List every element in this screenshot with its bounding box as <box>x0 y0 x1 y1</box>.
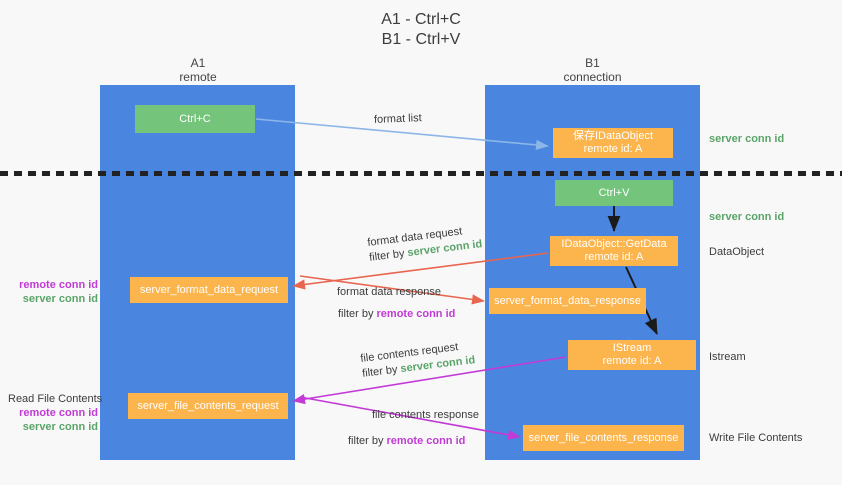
box-istream-line1: IStream <box>612 342 652 354</box>
filter-prefix-1: filter by <box>368 247 409 264</box>
filter-prefix-2: filter by <box>338 308 377 320</box>
flow-label-format-list-text: format list <box>373 112 422 126</box>
flow-label-format-data-response: format data response <box>337 285 441 300</box>
box-ctrl-c-label: Ctrl+C <box>179 112 211 125</box>
box-save-idataobject-line1: 保存IDataObject <box>572 130 654 142</box>
annotation-server-conn-id-1: server conn id <box>22 293 98 305</box>
flow-label-file-contents-response: file contents response <box>372 408 479 423</box>
box-ctrl-v-label: Ctrl+V <box>598 186 630 199</box>
box-server-format-data-request[interactable]: server_format_data_request <box>130 277 288 303</box>
box-server-format-data-response-label: server_format_data_response <box>494 294 641 307</box>
annotation-dataobject: DataObject <box>709 246 765 258</box>
box-server-format-data-request-label: server_format_data_request <box>139 283 279 296</box>
flow-label-format-data-response-title: format data response <box>337 286 441 298</box>
annotation-server-conn-id-mid: server conn id <box>709 211 785 223</box>
filter-key-remote-conn-id-1: remote conn id <box>376 308 456 320</box>
lane-header-a1-sublabel: remote <box>179 70 217 84</box>
lane-header-a1-name: A1 <box>190 56 206 70</box>
lane-header-b1-sublabel: connection <box>563 70 622 84</box>
flow-label-file-contents-response-title: file contents response <box>372 409 480 421</box>
box-getdata-line1: IDataObject::GetData <box>561 238 667 250</box>
annotation-group-file-contents: Read File Contents remote conn id server… <box>8 392 103 434</box>
filter-prefix-4: filter by <box>348 435 387 447</box>
title-line-2: B1 - Ctrl+V <box>381 31 461 48</box>
flow-label-format-data-response-filter: filter by remote conn id <box>338 307 455 322</box>
box-getdata-line2: remote id: A <box>584 251 644 263</box>
annotation-server-conn-id-2: server conn id <box>22 421 98 433</box>
annotation-remote-conn-id-1: remote conn id <box>19 279 98 291</box>
box-save-idataobject[interactable]: 保存IDataObject remote id: A <box>553 128 673 158</box>
title-line-1: A1 - Ctrl+C <box>381 11 461 28</box>
lane-header-a1: A1 remote <box>100 56 296 84</box>
flow-label-file-contents-request: file contents request filter by server c… <box>360 338 477 382</box>
annotation-write-file-contents: Write File Contents <box>709 432 803 444</box>
filter-key-remote-conn-id-2: remote conn id <box>386 435 466 447</box>
box-istream-line2: remote id: A <box>602 355 662 367</box>
page-title: A1 - Ctrl+C B1 - Ctrl+V <box>0 10 842 50</box>
annotation-istream: Istream <box>709 351 746 363</box>
flow-label-format-data-request: format data request filter by server con… <box>367 222 484 266</box>
box-server-file-contents-response-label: server_file_contents_response <box>528 431 679 444</box>
box-server-file-contents-response[interactable]: server_file_contents_response <box>523 425 684 451</box>
annotation-group-format-data: remote conn id server conn id <box>8 278 98 306</box>
box-server-file-contents-request-label: server_file_contents_request <box>137 399 279 412</box>
box-server-format-data-response[interactable]: server_format_data_response <box>489 288 646 314</box>
flow-label-format-list: format list <box>374 111 422 128</box>
box-ctrl-v[interactable]: Ctrl+V <box>555 180 673 206</box>
box-istream[interactable]: IStream remote id: A <box>568 340 696 370</box>
lane-header-b1: B1 connection <box>485 56 700 84</box>
dashed-separator <box>0 171 842 176</box>
flow-label-file-contents-response-filter: filter by remote conn id <box>348 434 465 449</box>
lane-header-b1-name: B1 <box>585 56 600 70</box>
filter-prefix-3: filter by <box>361 363 402 380</box>
annotation-read-file-contents: Read File Contents <box>8 393 103 405</box>
annotation-server-conn-id-top: server conn id <box>709 133 785 145</box>
box-ctrl-c[interactable]: Ctrl+C <box>135 105 255 133</box>
annotation-remote-conn-id-2: remote conn id <box>19 407 98 419</box>
box-save-idataobject-line2: remote id: A <box>583 143 643 155</box>
box-server-file-contents-request[interactable]: server_file_contents_request <box>128 393 288 419</box>
box-idataobject-getdata[interactable]: IDataObject::GetData remote id: A <box>550 236 678 266</box>
